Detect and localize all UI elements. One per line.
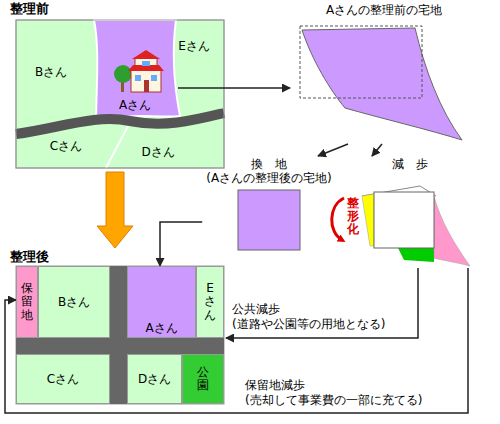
connector-arrow <box>178 87 290 89</box>
node-title: Dさん <box>138 372 171 386</box>
parcel: Dさん <box>139 144 184 160</box>
lot-after <box>238 190 300 250</box>
connector-arrow <box>318 144 348 156</box>
lot-box: 換 地(Aさんの整理後の宅地) <box>202 156 336 254</box>
map-panel: 整理後保留地 Bさん Aさん Eさん Cさん Dさん 公園 <box>0 248 226 408</box>
after-map <box>16 266 224 404</box>
node-title: 減 歩 <box>392 157 428 171</box>
connector-arrow <box>372 144 382 156</box>
node-title: Eさん <box>204 282 216 322</box>
edge-label: 公共減歩 (道路や公園等の用地となる) <box>232 302 404 332</box>
parcel: Eさん <box>176 38 220 54</box>
lot-box: 減 歩 <box>338 156 482 268</box>
node-title: Aさんの整理前の宅地 <box>326 3 442 17</box>
parcel: Cさん <box>16 354 110 404</box>
node-title: 換 地 <box>251 157 287 171</box>
node-title: Bさん <box>58 295 90 309</box>
map-panel: 整理前 Bさん Aさん Eさん Cさん Dさん <box>0 0 226 172</box>
node-title: 保留地 <box>21 282 33 322</box>
shaping-label: 整形化 <box>347 197 359 237</box>
block-arrow <box>97 172 133 248</box>
node-title: Cさん <box>50 139 90 153</box>
connector-arrow <box>160 222 202 266</box>
lot-before <box>300 26 462 140</box>
node-title: 整理前 <box>10 1 49 17</box>
node-title: Cさん <box>47 372 79 386</box>
node-title: 整理後 <box>10 249 49 265</box>
node-title: Aさん <box>145 321 177 335</box>
parcel: Bさん <box>38 266 110 338</box>
node-title: Eさん <box>178 39 218 53</box>
node-title: 公園 <box>197 366 209 392</box>
lot-box: Aさんの整理前の宅地 <box>290 2 478 144</box>
parcel: Dさん <box>127 354 182 404</box>
parcel: Eさん <box>196 266 224 338</box>
connector-arrow <box>226 268 418 338</box>
parcel: Aさん <box>127 266 196 338</box>
node-title: Dさん <box>141 145 182 159</box>
parcel: Cさん <box>48 138 92 154</box>
parcel: Aさん <box>92 22 178 114</box>
reduction-shape <box>332 186 470 266</box>
before-map <box>16 20 224 168</box>
edge-label: 保留地減歩 (売却して事業費の一部に充てる) <box>245 378 450 408</box>
node-title: Aさん <box>119 98 151 112</box>
parcel: Bさん <box>33 64 77 80</box>
reserve-parcel: 保留地 <box>16 266 38 338</box>
park-parcel: 公園 <box>182 354 224 404</box>
node-title: Bさん <box>35 65 75 79</box>
node-subtitle: (Aさんの整理後の宅地) <box>206 171 332 185</box>
